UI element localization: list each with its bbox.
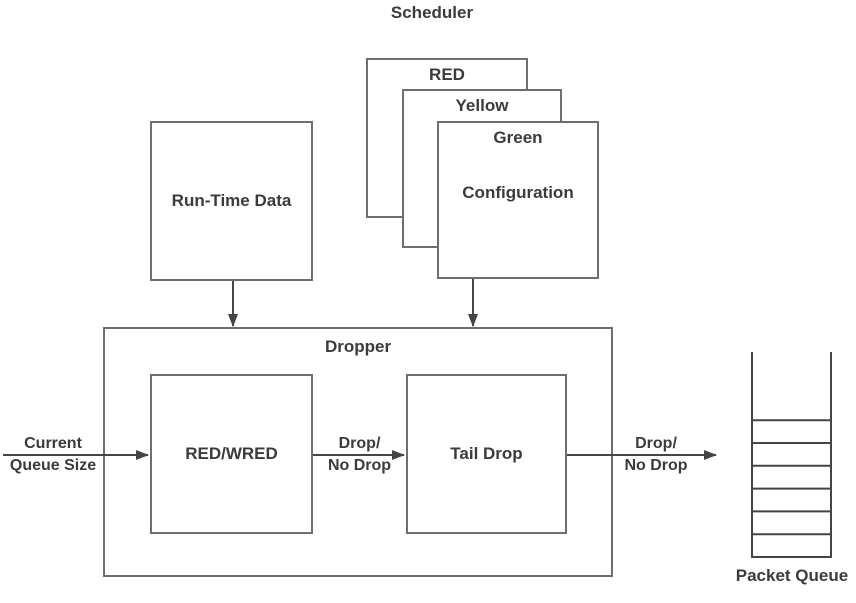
yellow-profile-label: Yellow bbox=[455, 96, 509, 115]
drop-no-drop-outer-line1: Drop/ bbox=[635, 435, 677, 452]
current-queue-size-label: Current Queue Size bbox=[2, 433, 104, 477]
scheduler-title: Scheduler bbox=[390, 3, 474, 22]
runtime-data-box: Run-Time Data bbox=[150, 121, 313, 281]
green-profile-box: Green Configuration bbox=[437, 121, 599, 279]
drop-no-drop-inner-line2: No Drop bbox=[327, 457, 392, 474]
packet-queue-shape bbox=[751, 352, 832, 558]
current-queue-size-line2: Queue Size bbox=[9, 457, 97, 474]
red-wred-label: RED/WRED bbox=[185, 444, 278, 463]
drop-no-drop-inner-line1: Drop/ bbox=[338, 435, 381, 452]
runtime-data-label: Run-Time Data bbox=[171, 191, 292, 210]
dropper-label: Dropper bbox=[324, 337, 392, 356]
packet-queue-cells bbox=[751, 419, 832, 558]
current-queue-size-line1: Current bbox=[24, 435, 82, 452]
red-wred-box: RED/WRED bbox=[150, 374, 313, 534]
drop-no-drop-inner-label: Drop/ No Drop bbox=[314, 433, 405, 477]
drop-no-drop-outer-line2: No Drop bbox=[624, 457, 688, 474]
packet-queue-label: Packet Queue bbox=[735, 566, 849, 585]
tail-drop-box: Tail Drop bbox=[406, 374, 567, 534]
drop-no-drop-outer-label: Drop/ No Drop bbox=[612, 433, 700, 477]
red-profile-label: RED bbox=[429, 65, 465, 84]
tail-drop-label: Tail Drop bbox=[450, 444, 523, 463]
green-profile-label: Green bbox=[493, 128, 543, 147]
configuration-label: Configuration bbox=[462, 183, 574, 202]
